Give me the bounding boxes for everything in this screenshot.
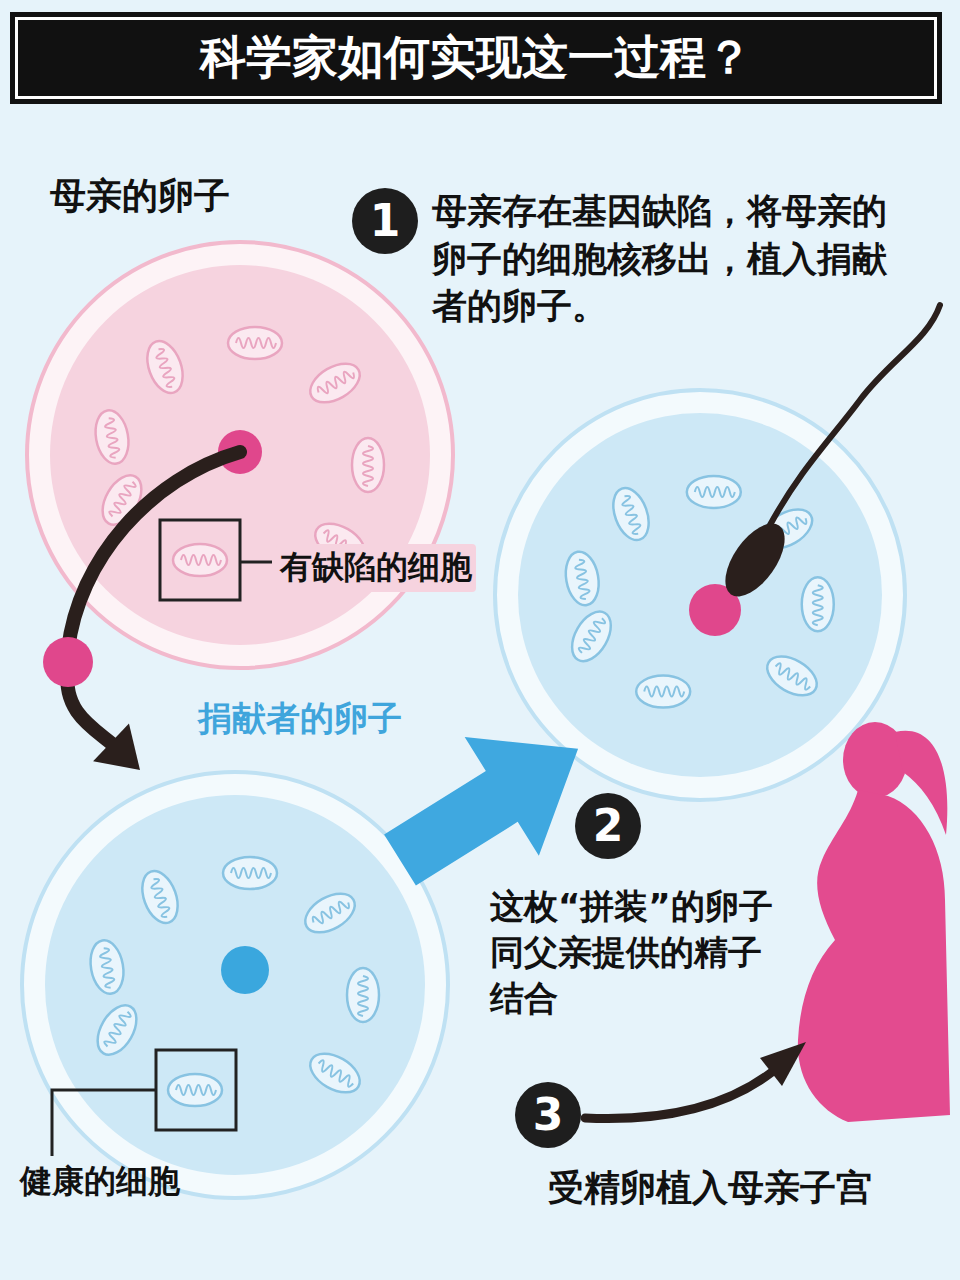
- mitochondrion: [168, 1074, 222, 1106]
- mitochondrion: [141, 336, 190, 398]
- highlight-box: [156, 1050, 236, 1130]
- mother-egg: [27, 242, 453, 668]
- callout-text: 母亲存在基因缺陷，将母亲的卵子的细胞核移出，植入捐献者的卵子。: [432, 188, 902, 331]
- fertilised-cytoplasm: [518, 413, 882, 777]
- mitochondrion: [564, 605, 619, 668]
- egg-cell: 母亲的卵子: [25, 240, 455, 670]
- callout-number: 1: [352, 188, 418, 254]
- title-bar: 科学家如何实现这一过程？: [10, 12, 942, 104]
- leader-line: [240, 561, 272, 564]
- mitochondrion: [304, 1046, 367, 1101]
- mitochondrion: [228, 327, 282, 359]
- mitochondrion: [636, 676, 690, 708]
- mitochondrion: [87, 938, 128, 997]
- moving-nucleus: [43, 637, 93, 687]
- title-text: 科学家如何实现这一过程？: [200, 27, 752, 89]
- egg-cell: 捐献者的卵子: [20, 770, 450, 1200]
- mitochondrion: [562, 549, 603, 608]
- mitochondrion: [802, 577, 834, 631]
- mitochondria: [87, 327, 834, 1106]
- callout-step: 2 这枚“拼装”的卵子同父亲提供的精子结合: [490, 793, 790, 1026]
- egg-heading: 捐献者的卵子: [198, 696, 402, 742]
- mitochondrion: [173, 544, 227, 576]
- cell-label: 健康的细胞: [20, 1160, 180, 1204]
- mitochondrion: [304, 356, 367, 411]
- transfer-arrow: [67, 670, 140, 770]
- cell-label: 有缺陷的细胞: [276, 544, 476, 592]
- mitochondrion: [223, 857, 277, 889]
- leader-line: [52, 1090, 156, 1156]
- pregnant-woman: [798, 722, 950, 1122]
- callout-number: 3: [515, 1082, 581, 1148]
- sperm-tail: [770, 305, 940, 525]
- mitochondrion: [347, 968, 379, 1022]
- mitochondrion: [761, 649, 824, 704]
- mitochondrion: [352, 438, 384, 492]
- sperm-head: [714, 514, 797, 607]
- fertilised-egg: [495, 390, 905, 800]
- callout-text: 受精卵植入母亲子宫: [548, 1164, 872, 1213]
- mitochondrion: [607, 483, 656, 545]
- mitochondrion: [299, 886, 362, 941]
- mitochondrion: [687, 476, 741, 508]
- mitochondrion: [136, 866, 185, 928]
- highlight-box: [160, 520, 240, 600]
- mitochondrion: [92, 408, 133, 467]
- donor-nucleus: [221, 946, 269, 994]
- mitochondrion: [90, 999, 145, 1062]
- egg-heading: 母亲的卵子: [50, 172, 230, 221]
- implant-arrowhead: [760, 1042, 806, 1086]
- arrowhead: [93, 724, 140, 770]
- transfer-trail: [68, 452, 240, 650]
- callout-number: 2: [575, 793, 641, 859]
- callout-step: 3 受精卵植入母亲子宫: [515, 1082, 872, 1217]
- donor-cytoplasm: [45, 795, 425, 1175]
- callout-text: 这枚“拼装”的卵子同父亲提供的精子结合: [490, 883, 790, 1022]
- donor-egg: [22, 772, 448, 1198]
- callout-step: 1母亲存在基因缺陷，将母亲的卵子的细胞核移出，植入捐献者的卵子。: [352, 188, 902, 335]
- implant-arrow: [585, 1072, 772, 1119]
